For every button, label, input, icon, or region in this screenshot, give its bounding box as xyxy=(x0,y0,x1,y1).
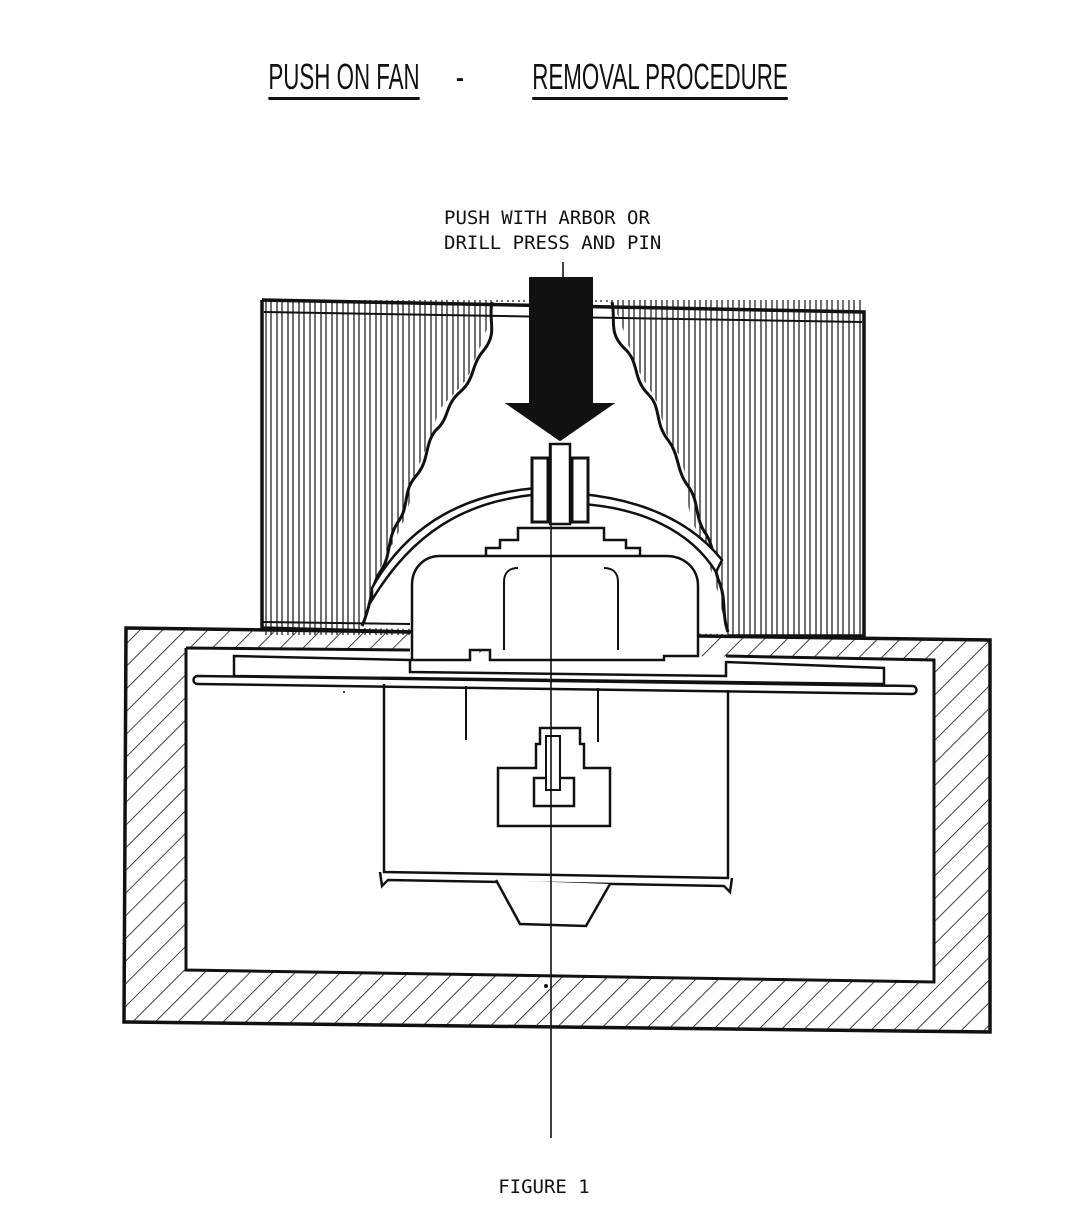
callout-line-2: DRILL PRESS AND PIN xyxy=(444,232,662,254)
push-arrow xyxy=(504,277,616,442)
callout-line-1: PUSH WITH ARBOR OR xyxy=(444,207,650,229)
title-part-fan: PUSH ON FAN xyxy=(268,57,420,100)
title-separator: - xyxy=(455,56,465,97)
push-callout: PUSH WITH ARBOR OR DRILL PRESS AND PIN xyxy=(444,206,661,256)
hub-sleeve xyxy=(530,442,590,526)
title-part-procedure: REMOVAL PROCEDURE xyxy=(532,57,788,100)
motor xyxy=(192,526,918,928)
housing xyxy=(122,626,992,1034)
figure-caption: FIGURE 1 xyxy=(498,1176,590,1198)
diagram-title: PUSH ON FAN - REMOVAL PROCEDURE xyxy=(0,56,1088,100)
